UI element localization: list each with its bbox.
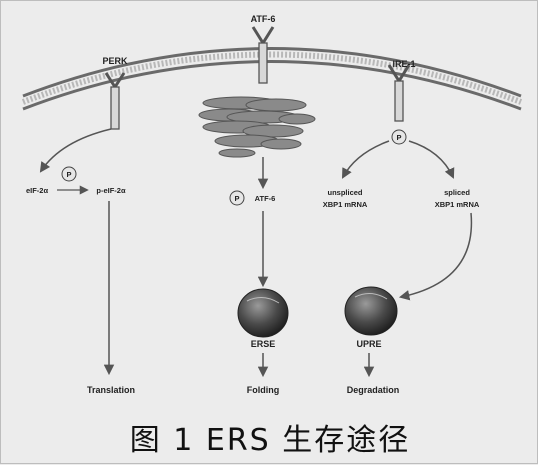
ire1-phospho-badge: P bbox=[391, 129, 407, 145]
figure-caption: 图 1 ERS 生存途径 bbox=[129, 423, 411, 458]
ire1-label: IRE-1 bbox=[392, 59, 415, 69]
eif2a-label: eIF-2α bbox=[26, 186, 49, 195]
p-atf6-label: ATF-6 bbox=[255, 194, 276, 203]
atf6-label: ATF-6 bbox=[251, 14, 276, 24]
degradation-label: Degradation bbox=[347, 385, 400, 395]
upre-label: UPRE bbox=[356, 339, 381, 349]
ire1-to-unspliced-arrow bbox=[341, 140, 390, 179]
perk-receptor bbox=[104, 72, 126, 130]
folding-label: Folding bbox=[247, 385, 280, 395]
er-cisternae bbox=[198, 96, 316, 158]
cell-membrane bbox=[21, 47, 523, 111]
svg-text:P: P bbox=[234, 194, 239, 203]
ire1-splicing-arrow bbox=[408, 140, 455, 179]
perk-label: PERK bbox=[102, 56, 128, 66]
atf6-receptor bbox=[251, 26, 275, 84]
ire1-receptor bbox=[387, 64, 411, 122]
translation-label: Translation bbox=[87, 385, 135, 395]
erse-nucleus bbox=[237, 288, 289, 338]
svg-text:P: P bbox=[66, 170, 71, 179]
unspliced-label-line1: unspliced bbox=[327, 188, 362, 197]
eif-phospho-badge: P bbox=[61, 166, 77, 182]
unspliced-label-line2: XBP1 mRNA bbox=[323, 200, 368, 209]
spliced-label-line2: XBP1 mRNA bbox=[435, 200, 480, 209]
p-eif2a-label: p-eIF-2α bbox=[96, 186, 126, 195]
erse-label: ERSE bbox=[251, 339, 276, 349]
atf6-phospho-badge: P bbox=[229, 190, 245, 206]
spliced-to-upre-arrow bbox=[398, 212, 473, 301]
perk-to-eif-arrow bbox=[39, 128, 112, 173]
spliced-label-line1: spliced bbox=[444, 188, 470, 197]
upre-nucleus bbox=[344, 286, 398, 336]
svg-text:P: P bbox=[396, 133, 401, 142]
